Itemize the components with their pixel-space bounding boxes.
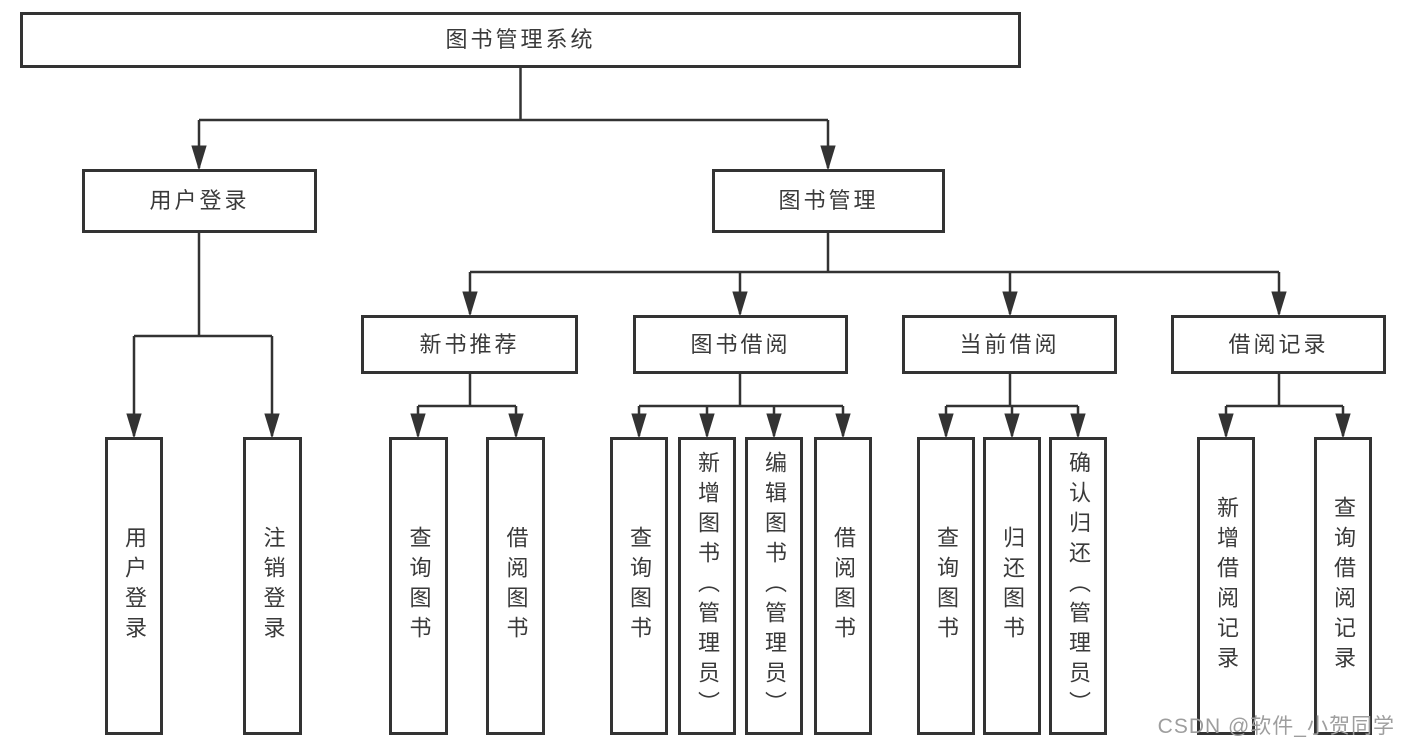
arrow-down-icon — [1002, 291, 1018, 317]
arrow-down-icon — [1271, 291, 1287, 317]
arrow-down-icon — [1335, 413, 1351, 439]
node-borrow-record: 借阅记录 — [1171, 315, 1386, 374]
node-book-management: 图书管理 — [712, 169, 945, 233]
leaf-query-borrow-record: 查询借阅记录 — [1314, 437, 1372, 735]
leaf-query-book-2: 查询图书 — [610, 437, 668, 735]
arrow-down-icon — [820, 145, 836, 171]
leaf-return-book: 归还图书 — [983, 437, 1041, 735]
arrow-down-icon — [191, 145, 207, 171]
leaf-query-book-1: 查询图书 — [389, 437, 448, 735]
leaf-edit-book-admin: 编辑图书（管理员） — [745, 437, 803, 735]
arrow-down-icon — [631, 413, 647, 439]
watermark: CSDN @软件_小贺同学 — [1157, 715, 1395, 738]
arrow-down-icon — [126, 413, 142, 439]
leaf-logout-login: 注销登录 — [243, 437, 302, 735]
arrow-down-icon — [410, 413, 426, 439]
arrow-down-icon — [835, 413, 851, 439]
arrow-down-icon — [1070, 413, 1086, 439]
arrow-down-icon — [699, 413, 715, 439]
node-user-login: 用户登录 — [82, 169, 317, 233]
leaf-add-book-admin: 新增图书（管理员） — [678, 437, 736, 735]
leaf-borrow-book-2: 借阅图书 — [814, 437, 872, 735]
arrow-down-icon — [462, 291, 478, 317]
leaf-add-borrow-record: 新增借阅记录 — [1197, 437, 1255, 735]
node-current-borrow: 当前借阅 — [902, 315, 1117, 374]
node-book-borrow: 图书借阅 — [633, 315, 848, 374]
leaf-user-login: 用户登录 — [105, 437, 163, 735]
node-new-book-recommend: 新书推荐 — [361, 315, 578, 374]
leaf-confirm-return-admin: 确认归还（管理员） — [1049, 437, 1107, 735]
node-library-system: 图书管理系统 — [20, 12, 1021, 68]
arrow-down-icon — [766, 413, 782, 439]
leaf-borrow-book-1: 借阅图书 — [486, 437, 545, 735]
arrow-down-icon — [1218, 413, 1234, 439]
arrowheads — [126, 145, 1351, 439]
arrow-down-icon — [938, 413, 954, 439]
connector-rails — [132, 68, 1345, 436]
arrow-down-icon — [732, 291, 748, 317]
arrow-down-icon — [508, 413, 524, 439]
arrow-down-icon — [1004, 413, 1020, 439]
leaf-query-book-3: 查询图书 — [917, 437, 975, 735]
arrow-down-icon — [264, 413, 280, 439]
